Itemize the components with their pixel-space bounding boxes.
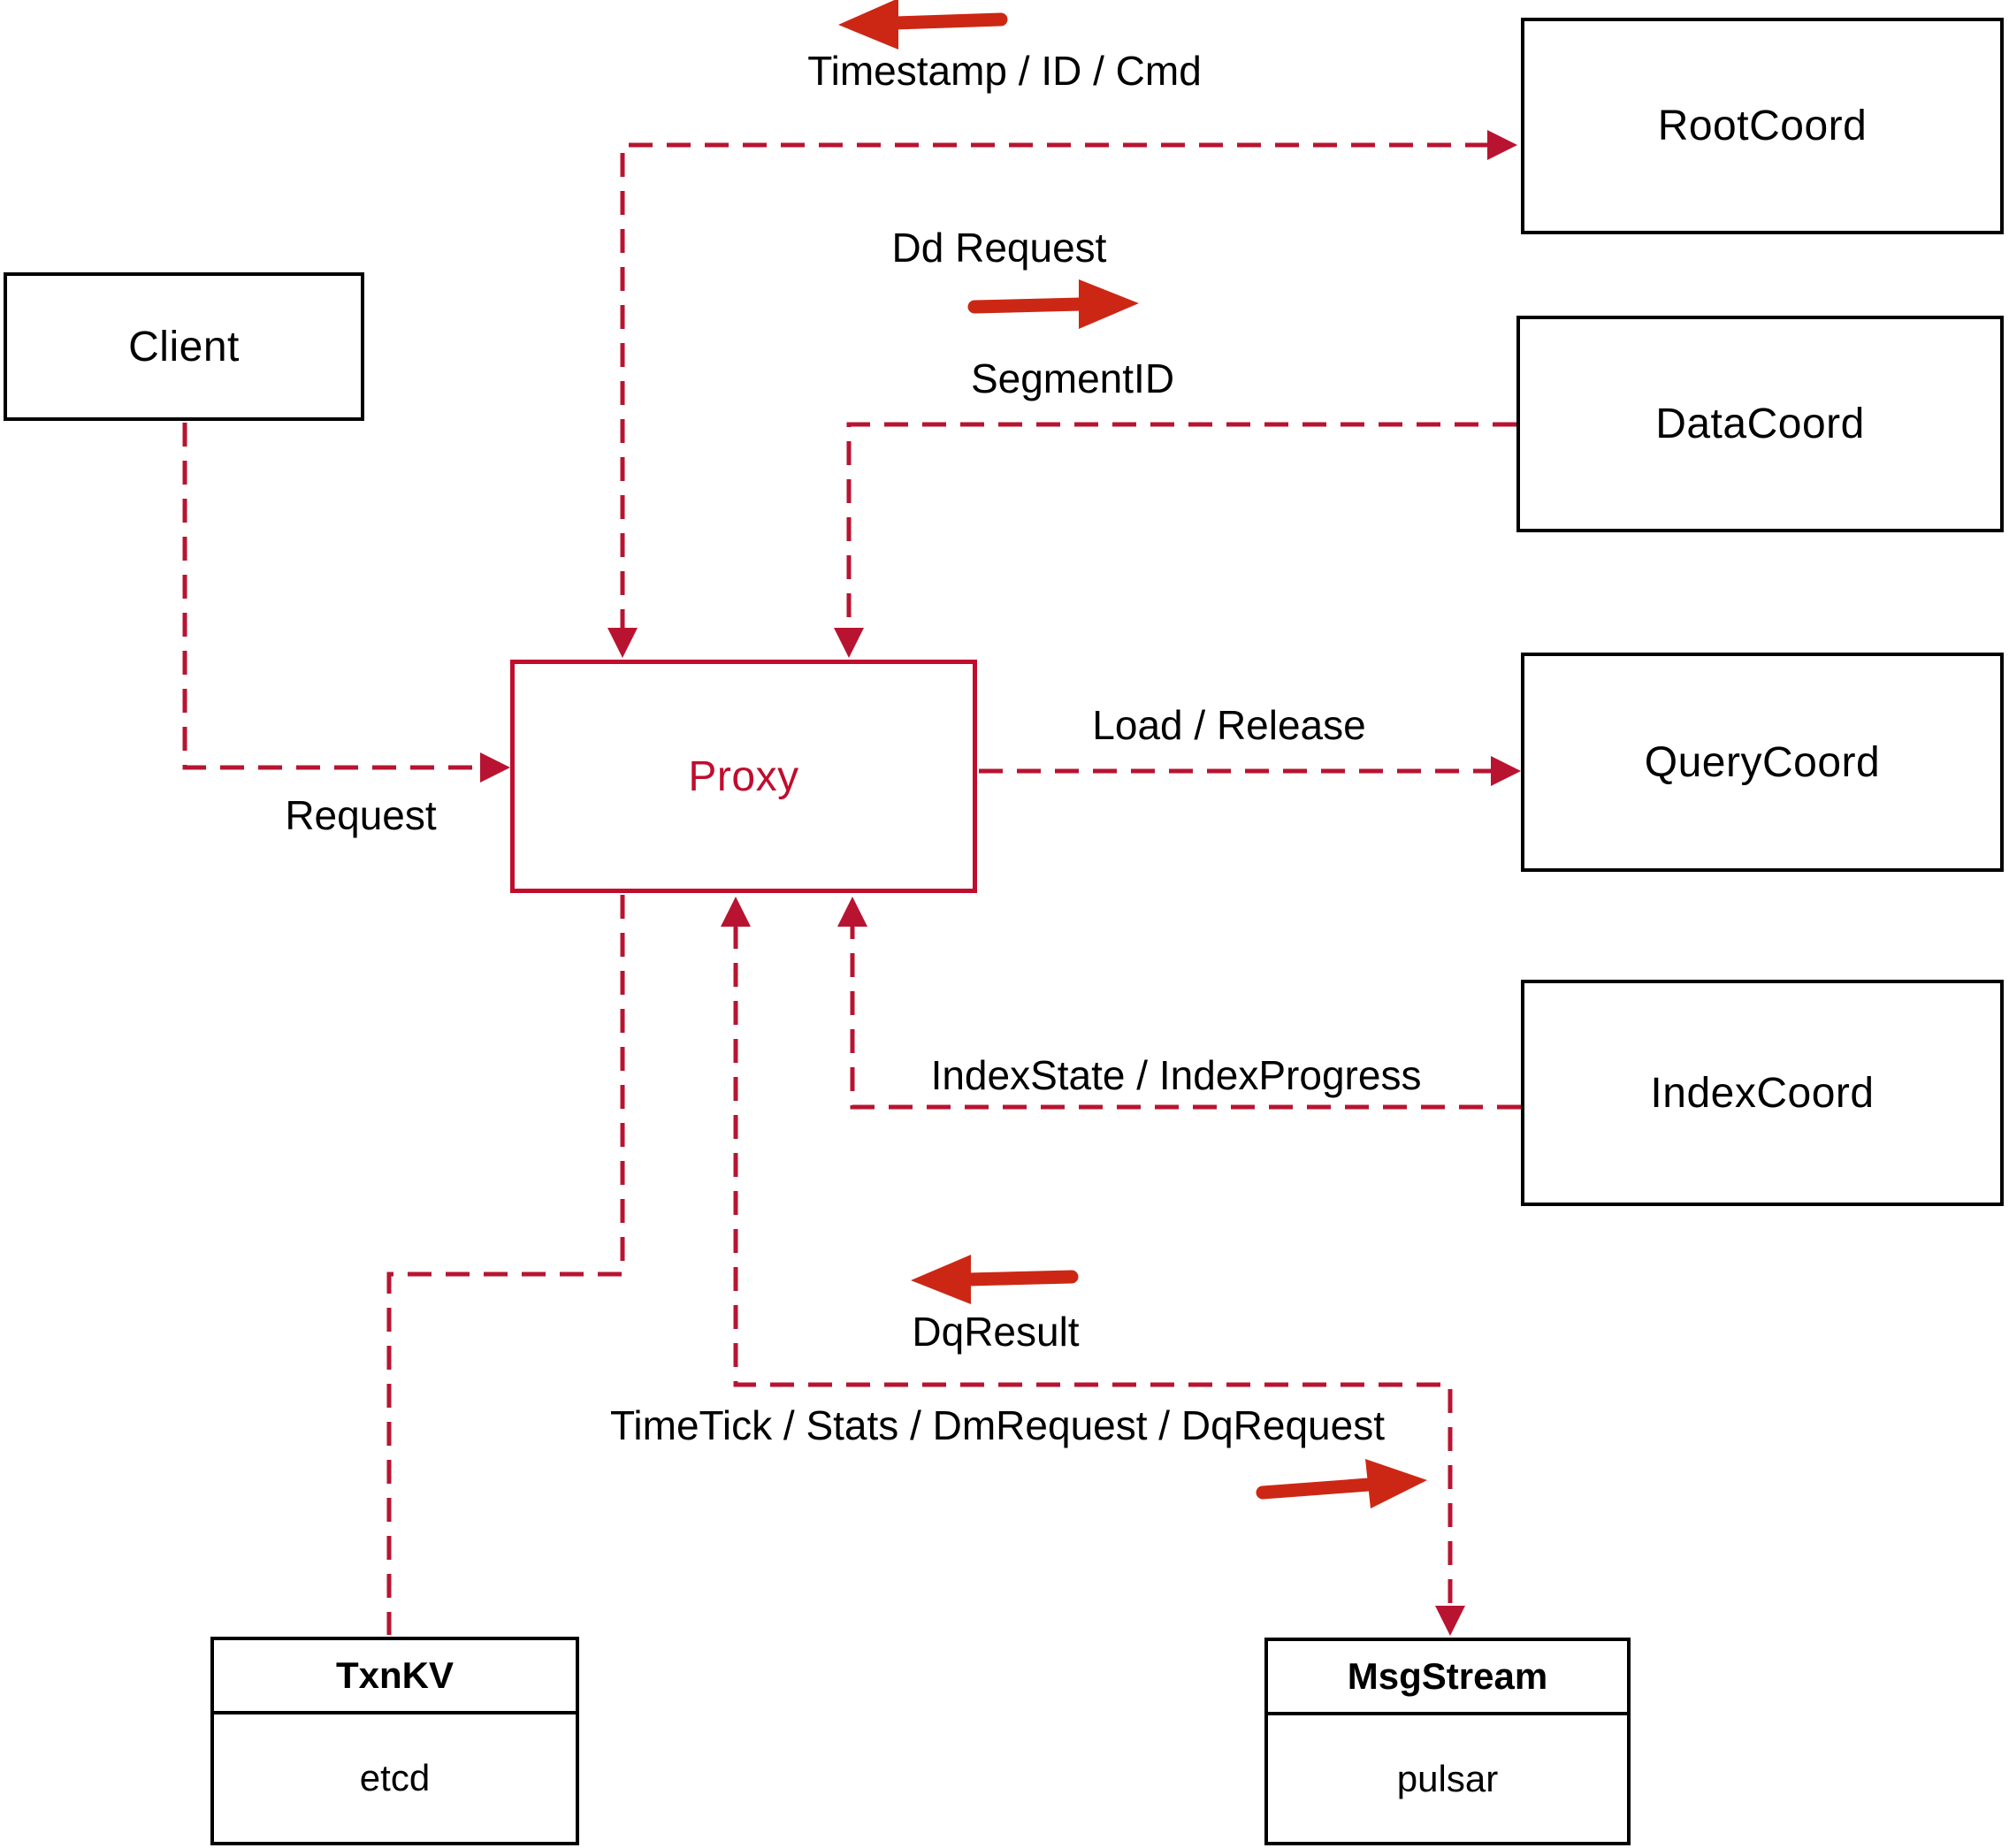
edge-label-load-release: Load / Release xyxy=(1092,702,1366,748)
node-client-label: Client xyxy=(128,323,240,370)
timestamp-flow-left-arrow-icon xyxy=(838,0,1008,50)
datacoord-proxy-connector xyxy=(846,422,1516,630)
rootcoord-arrowhead-icon xyxy=(1487,130,1517,160)
dqresult-flow-left-arrow-icon xyxy=(911,1255,1079,1304)
proxy-msgstream-connector xyxy=(733,925,1453,1607)
edge-label-dq-result: DqResult xyxy=(912,1309,1080,1355)
dd-request-flow-right-arrow-icon xyxy=(967,279,1139,329)
timetick-flow-right-arrow-icon xyxy=(1256,1459,1427,1508)
store-txnkv-impl: etcd xyxy=(359,1757,431,1798)
store-msgstream-impl: pulsar xyxy=(1396,1757,1499,1799)
node-client: Client xyxy=(4,272,364,421)
proxy-top-right-arrowhead-icon xyxy=(834,628,864,658)
proxy-bottom-mid-arrowhead-icon xyxy=(721,897,751,927)
node-rootcoord: RootCoord xyxy=(1521,18,2004,234)
store-msgstream-title: MsgStream xyxy=(1268,1641,1627,1715)
store-msgstream: MsgStream pulsar xyxy=(1264,1638,1631,1845)
proxy-rootcoord-connector xyxy=(620,142,1489,630)
node-querycoord-label: QueryCoord xyxy=(1644,738,1881,786)
edge-label-segment-id: SegmentID xyxy=(970,355,1175,401)
proxy-bottom-right-arrowhead-icon xyxy=(837,897,867,927)
edge-label-dd-request: Dd Request xyxy=(891,225,1107,271)
edge-label-index-state: IndexState / IndexProgress xyxy=(930,1052,1422,1098)
node-rootcoord-label: RootCoord xyxy=(1657,103,1868,149)
client-proxy-connector xyxy=(182,423,482,770)
edge-label-time-tick: TimeTick / Stats / DmRequest / DqRequest xyxy=(610,1402,1385,1448)
edge-label-timestamp-id-cmd: Timestamp / ID / Cmd xyxy=(807,48,1202,94)
client-proxy-arrowhead-icon xyxy=(480,752,510,783)
node-indexcoord-label: IndexCoord xyxy=(1650,1069,1875,1117)
node-datacoord-label: DataCoord xyxy=(1655,401,1865,447)
msgstream-arrowhead-icon xyxy=(1435,1606,1465,1636)
indexcoord-proxy-connector xyxy=(850,925,1521,1110)
node-datacoord: DataCoord xyxy=(1516,316,2004,532)
querycoord-arrowhead-icon xyxy=(1491,756,1521,786)
node-proxy-label: Proxy xyxy=(688,752,799,800)
node-indexcoord: IndexCoord xyxy=(1521,980,2004,1206)
proxy-txnkv-connector xyxy=(386,895,625,1635)
proxy-top-left-arrowhead-icon xyxy=(607,628,638,658)
node-querycoord: QueryCoord xyxy=(1521,653,2004,872)
store-txnkv-title: TxnKV xyxy=(214,1640,576,1714)
edge-label-request: Request xyxy=(285,792,437,838)
store-txnkv: TxnKV etcd xyxy=(210,1637,579,1845)
node-proxy: Proxy xyxy=(510,660,977,893)
